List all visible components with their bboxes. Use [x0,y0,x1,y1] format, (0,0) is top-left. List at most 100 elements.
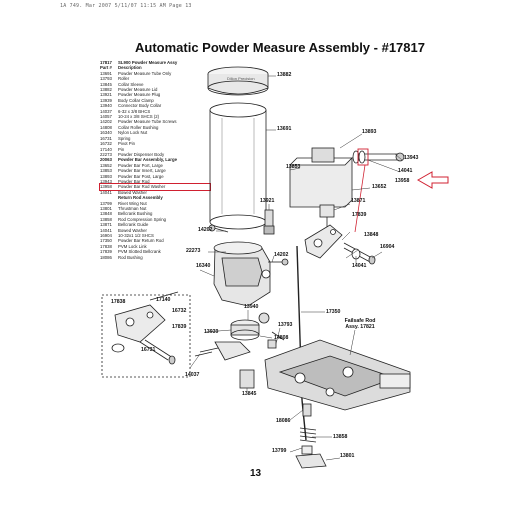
label-14041-top: 14041 [398,168,413,174]
parts-list-row: 18086 Rod Bushing [100,255,210,260]
label-13793: 13793 [278,322,293,328]
label-16340: 16340 [196,263,211,269]
powder-dispenser-body [213,241,271,307]
part-description: Roller [118,76,130,82]
label-13939: 13939 [204,329,219,335]
part-description: 10-32x1 1/2 SHCS [118,233,154,238]
label-17140: 17140 [156,297,171,303]
rod-spring-assembly [295,403,327,469]
part-number: 17839 [100,249,112,255]
part-description: PVM Slotted Bellcrank [118,249,161,255]
parts-list-row: Return Rod Assembly [100,195,210,200]
label-17838: 17838 [111,299,126,305]
page-title: Automatic Powder Measure Assembly - #178… [135,40,425,55]
part-number: 14041 [100,189,112,195]
part-number: 14041 [100,227,112,233]
part-number: 18086 [100,254,112,260]
part-number: 17838 [100,243,112,249]
label-17839-inset: 17839 [172,324,187,330]
parts-list-row: 16340 Nylon Lock Nut [100,130,210,135]
failsafe-rod-label: Failsafe Rod Assy. 17821 [344,318,376,330]
part-description: Rivet Wing Nut [118,200,147,206]
part-description: Spring [118,135,131,141]
part-description: Bowed Washer [118,189,147,195]
part-number: 13943 [100,178,112,184]
part-number: 14037 [100,108,112,114]
part-description: 6-32 x 3/8 BHCS [118,108,151,114]
part-number: 13882 [100,87,112,93]
part-description: Powder Bar Insert, Large [118,168,166,174]
collar-parts [194,312,285,389]
part-description: Nylon Lock Nut [118,130,148,136]
part-description: Rod Bushing [118,254,143,260]
label-13871: 13871 [351,198,366,204]
part-description: Thrustman Nut [118,205,147,211]
assembly-number: 17817 [100,60,112,65]
part-description: Powder Measure Plug [118,92,161,98]
label-13940: 13940 [244,304,259,310]
part-number: 16340 [100,130,112,136]
part-description: Powder Bar Post, Large [118,173,164,179]
label-18086: 18086 [276,418,291,424]
label-14041-mid: 14041 [352,263,367,269]
part-number: 13848 [100,211,112,217]
part-description: Powder Bar Port, Large [118,162,163,168]
parts-list-row: 16904 10-32x1 1/2 SHCS [100,233,210,238]
part-number: 13939 [100,97,112,103]
parts-list-row: 17839 PVM Slotted Bellcrank [100,249,210,254]
label-17350: 17350 [326,309,341,315]
parts-list-row: 14041 Bowed Washer [100,228,210,233]
label-13848: 13848 [364,232,379,238]
label-13882: 13882 [277,72,292,78]
label-13801: 13801 [340,453,355,459]
part-description: Pivot Pin [118,141,135,147]
part-number: 13858 [100,216,112,222]
parts-list-row: 14041 Bowed Washer [100,190,210,195]
highlight-arrow [416,171,449,189]
part-description: Pin [118,146,125,152]
part-number: 16904 [100,233,112,238]
parts-list-header: Part # Description [100,65,210,70]
parts-list-assembly-row: 17817 SL900 Powder Measure Assy [100,60,210,65]
part-number: 13871 [100,222,112,228]
part-description: Powder Bar Rod [118,178,150,184]
part-number: 13801 [100,205,112,211]
parts-list-row: 14037 6-32 x 3/8 BHCS [100,109,210,114]
label-16904: 16904 [380,244,395,250]
part-number: 14808 [100,124,112,130]
leader-lines [189,75,403,461]
part-description: Collar Roller Bushing [118,124,159,130]
part-description: Rod Compression Spring [118,216,167,222]
parts-list-row: 13893 Powder Bar Post, Large [100,174,210,179]
part-number: 13940 [100,103,112,109]
part-description: Powder Dispenser Body [118,151,165,157]
page-number: 13 [250,468,262,479]
parts-list: 17817 SL900 Powder Measure Assy Part # D… [99,60,211,260]
parts-list-row: 14808 Collar Roller Bushing [100,125,210,130]
part-description: Powder Bar Assembly, Large [118,157,177,163]
press-frame [264,339,411,411]
label-13845: 13845 [242,391,257,397]
part-description: Connector Body Collar [118,103,162,109]
label-14037: 14037 [185,372,200,378]
label-13853: 13853 [286,164,301,170]
powder-measure-plug [263,209,275,235]
part-description: Body Collar Clamp [118,97,154,103]
part-number: 13893 [100,173,112,179]
parts-list-row: 13939 Body Collar Clamp [100,98,210,103]
part-description: Bowed Washer [118,227,147,233]
label-16732: 16732 [172,308,187,314]
